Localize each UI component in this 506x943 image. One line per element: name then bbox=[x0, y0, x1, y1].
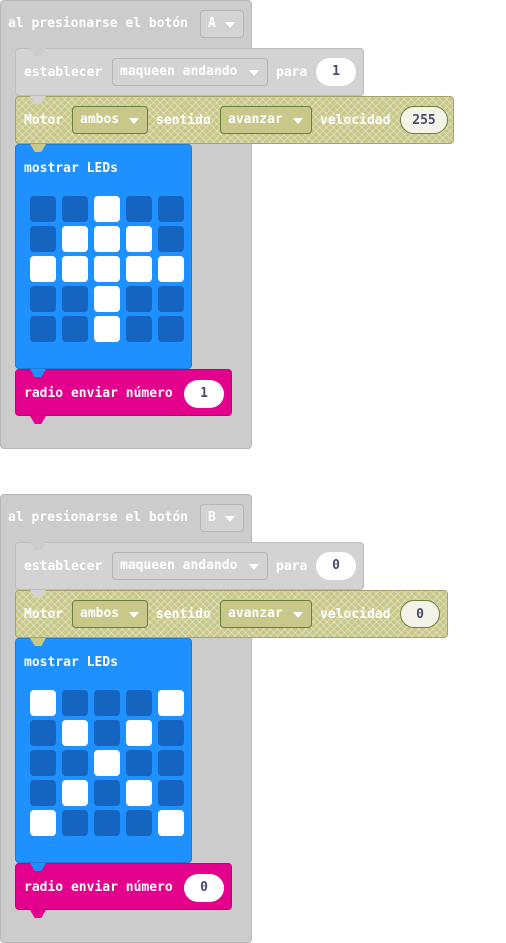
triangle-down-icon bbox=[249, 70, 259, 76]
led-cell[interactable] bbox=[158, 690, 184, 716]
button-a-dropdown[interactable]: A bbox=[200, 10, 244, 38]
led-cell[interactable] bbox=[62, 720, 88, 746]
led-cell[interactable] bbox=[30, 810, 56, 836]
led-cell[interactable] bbox=[30, 196, 56, 222]
led-cell[interactable] bbox=[62, 810, 88, 836]
led-cell[interactable] bbox=[158, 196, 184, 222]
direction-dropdown[interactable]: avanzar bbox=[220, 106, 312, 134]
to-label: para bbox=[276, 559, 308, 574]
led-cell[interactable] bbox=[158, 720, 184, 746]
led-cell[interactable] bbox=[62, 780, 88, 806]
variable-dropdown[interactable]: maqueen andando bbox=[112, 58, 268, 86]
led-cell[interactable] bbox=[158, 286, 184, 312]
led-cell[interactable] bbox=[94, 750, 120, 776]
triangle-down-icon bbox=[129, 612, 139, 618]
led-cell[interactable] bbox=[126, 286, 152, 312]
set-value-input[interactable]: 0 bbox=[316, 552, 356, 580]
radio-value-input[interactable]: 1 bbox=[184, 380, 224, 408]
led-cell[interactable] bbox=[126, 256, 152, 282]
led-cell[interactable] bbox=[126, 690, 152, 716]
radio-label: radio enviar número bbox=[24, 386, 173, 401]
show-leds-label: mostrar LEDs bbox=[24, 161, 118, 176]
led-cell[interactable] bbox=[94, 690, 120, 716]
led-cell[interactable] bbox=[30, 256, 56, 282]
triangle-down-icon bbox=[225, 22, 235, 28]
led-cell[interactable] bbox=[62, 316, 88, 342]
motor-select-dropdown[interactable]: ambos bbox=[72, 106, 148, 134]
led-cell[interactable] bbox=[126, 196, 152, 222]
speed-label: velocidad bbox=[320, 607, 391, 622]
led-cell[interactable] bbox=[94, 286, 120, 312]
led-cell[interactable] bbox=[62, 690, 88, 716]
led-cell[interactable] bbox=[158, 810, 184, 836]
motor-label: Motor bbox=[24, 113, 64, 128]
led-cell[interactable] bbox=[30, 690, 56, 716]
radio-value-input[interactable]: 0 bbox=[184, 874, 224, 902]
led-cell[interactable] bbox=[30, 750, 56, 776]
led-cell[interactable] bbox=[126, 810, 152, 836]
led-cell[interactable] bbox=[30, 316, 56, 342]
triangle-down-icon bbox=[129, 118, 139, 124]
to-label: para bbox=[276, 65, 308, 80]
led-grid bbox=[30, 690, 185, 845]
led-cell[interactable] bbox=[126, 720, 152, 746]
led-cell[interactable] bbox=[30, 226, 56, 252]
led-cell[interactable] bbox=[126, 780, 152, 806]
led-cell[interactable] bbox=[126, 316, 152, 342]
triangle-down-icon bbox=[225, 516, 235, 522]
led-cell[interactable] bbox=[62, 750, 88, 776]
led-cell[interactable] bbox=[94, 810, 120, 836]
triangle-down-icon bbox=[293, 612, 303, 618]
led-cell[interactable] bbox=[62, 286, 88, 312]
led-cell[interactable] bbox=[94, 720, 120, 746]
event-label: al presionarse el botón bbox=[8, 510, 189, 525]
led-cell[interactable] bbox=[62, 256, 88, 282]
set-label: establecer bbox=[24, 559, 103, 574]
led-cell[interactable] bbox=[94, 780, 120, 806]
led-cell[interactable] bbox=[158, 226, 184, 252]
set-label: establecer bbox=[24, 65, 103, 80]
motor-label: Motor bbox=[24, 607, 64, 622]
direction-label: sentido bbox=[156, 607, 211, 622]
button-b-dropdown[interactable]: B bbox=[200, 504, 244, 532]
direction-dropdown[interactable]: avanzar bbox=[220, 600, 312, 628]
led-cell[interactable] bbox=[158, 316, 184, 342]
led-cell[interactable] bbox=[94, 316, 120, 342]
led-cell[interactable] bbox=[126, 226, 152, 252]
direction-label: sentido bbox=[156, 113, 211, 128]
led-cell[interactable] bbox=[94, 256, 120, 282]
motor-select-dropdown[interactable]: ambos bbox=[72, 600, 148, 628]
led-cell[interactable] bbox=[158, 256, 184, 282]
radio-label: radio enviar número bbox=[24, 880, 173, 895]
speed-input[interactable]: 255 bbox=[400, 106, 448, 134]
set-value-input[interactable]: 1 bbox=[316, 58, 356, 86]
led-cell[interactable] bbox=[158, 750, 184, 776]
led-cell[interactable] bbox=[158, 780, 184, 806]
led-cell[interactable] bbox=[30, 780, 56, 806]
speed-input[interactable]: 0 bbox=[400, 600, 440, 628]
triangle-down-icon bbox=[293, 118, 303, 124]
led-cell[interactable] bbox=[62, 196, 88, 222]
variable-dropdown[interactable]: maqueen andando bbox=[112, 552, 268, 580]
led-cell[interactable] bbox=[94, 196, 120, 222]
led-grid bbox=[30, 196, 185, 351]
led-cell[interactable] bbox=[62, 226, 88, 252]
show-leds-label: mostrar LEDs bbox=[24, 655, 118, 670]
led-cell[interactable] bbox=[30, 286, 56, 312]
triangle-down-icon bbox=[249, 564, 259, 570]
speed-label: velocidad bbox=[320, 113, 391, 128]
led-cell[interactable] bbox=[30, 720, 56, 746]
event-label: al presionarse el botón bbox=[8, 16, 189, 31]
led-cell[interactable] bbox=[126, 750, 152, 776]
led-cell[interactable] bbox=[94, 226, 120, 252]
